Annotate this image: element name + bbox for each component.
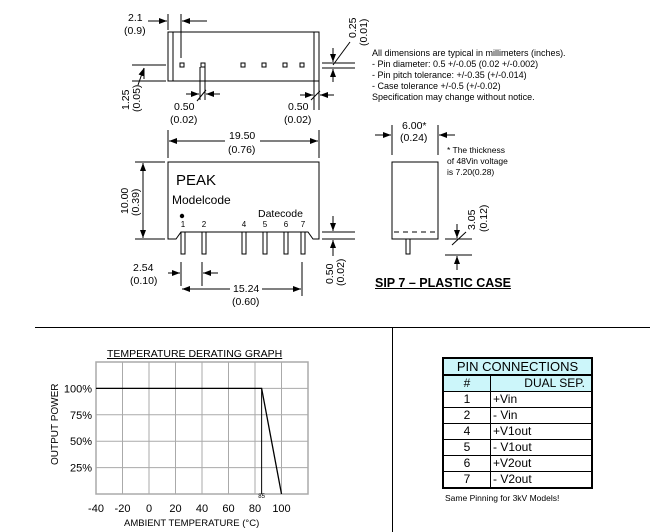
dim-label: 19.50 — [229, 130, 255, 142]
note-line: - Pin diameter: 0.5 +/-0.05 (0.02 +/-0.0… — [372, 59, 539, 69]
dim-label: 0.25 — [347, 17, 359, 38]
pin-number: 1 — [442, 391, 491, 408]
header-pin: # — [442, 374, 491, 392]
dim-label: 0.50 — [174, 101, 195, 113]
dim-label: 15.24 — [233, 283, 259, 295]
dim-label: 10.00 — [119, 188, 131, 214]
table-row: 7- V2out — [442, 471, 593, 489]
dim-label: 0.50 — [324, 263, 336, 284]
note-line: - Pin pitch tolerance: +/-0.35 (+/-0.014… — [372, 70, 527, 80]
dim-label: (0.39) — [130, 189, 142, 216]
dim-label: (0.24) — [400, 132, 427, 144]
dimension-notes: All dimensions are typical in millimeter… — [372, 48, 566, 103]
dim-label: (0.02) — [335, 259, 347, 286]
x-tick-label: -40 — [88, 503, 104, 515]
note-line: All dimensions are typical in millimeter… — [372, 48, 566, 58]
dim-label: 3.05 — [466, 209, 478, 230]
table-row: 4+V1out — [442, 423, 593, 440]
svg-text:6: 6 — [284, 220, 289, 229]
dim-label: 0.50 — [288, 101, 309, 113]
table-row: 2- Vin — [442, 407, 593, 424]
y-tick-label: 75% — [70, 410, 92, 422]
dim-label: (0.76) — [228, 144, 255, 156]
x-tick-label: 20 — [169, 503, 181, 515]
dim-label: (0.05) — [131, 85, 143, 112]
thickness-note: * The thickness — [447, 145, 505, 155]
table-row: 6+V2out — [442, 455, 593, 472]
pin-function: +Vin — [490, 391, 593, 408]
note-line: Specification may change without notice. — [372, 92, 535, 102]
dim-label: 2.1 — [128, 12, 143, 24]
svg-text:1: 1 — [181, 220, 186, 229]
pin-number: 2 — [442, 407, 491, 424]
chart-title: TEMPERATURE DERATING GRAPH — [107, 348, 283, 360]
y-tick-label: 100% — [64, 383, 92, 395]
pin-number: 4 — [442, 423, 491, 440]
table-row: 1+Vin — [442, 391, 593, 408]
front-view-pins — [180, 231, 306, 255]
y-tick-label: 50% — [70, 436, 92, 448]
x-tick-label: 40 — [196, 503, 208, 515]
y-tick-label: 25% — [70, 463, 92, 475]
pin-numbers: 1 2 4 5 6 7 — [181, 220, 306, 229]
svg-text:4: 4 — [242, 220, 247, 229]
dim-label: 1.25 — [120, 89, 132, 110]
pin-function: - V2out — [490, 471, 593, 489]
front-view-body — [167, 161, 320, 240]
case-title: SIP 7 – PLASTIC CASE — [375, 276, 511, 290]
modelcode-label: Modelcode — [172, 193, 231, 207]
table-row: 5- V1out — [442, 439, 593, 456]
pin1-marker — [179, 213, 185, 219]
derating-chart: 100% 75% 50% 25% -40 -20 0 20 40 60 80 100 85 — [64, 361, 309, 515]
dim-label: (0.02) — [284, 114, 311, 126]
dim-label: 2.54 — [133, 262, 154, 274]
datecode-label: Datecode — [258, 208, 303, 220]
svg-text:2: 2 — [202, 220, 207, 229]
dim-label: (0.60) — [232, 296, 259, 308]
x-tick-label: 0 — [146, 503, 152, 515]
dim-label: (0.10) — [130, 275, 157, 287]
x-tick-label: 100 — [272, 503, 290, 515]
annotation-label: 85 — [258, 494, 265, 500]
thickness-note: is 7.20(0.28) — [447, 167, 494, 177]
dim-label: (0.02) — [170, 114, 197, 126]
top-view-body — [167, 31, 320, 82]
pin-number: 5 — [442, 439, 491, 456]
svg-text:7: 7 — [301, 220, 306, 229]
pin-number: 6 — [442, 455, 491, 472]
pin-function: - Vin — [490, 407, 593, 424]
x-tick-label: 60 — [222, 503, 234, 515]
header-function: DUAL SEP. — [490, 374, 593, 392]
x-tick-label: 80 — [249, 503, 261, 515]
side-view-pin — [405, 238, 411, 255]
dim-label: 6.00* — [402, 120, 427, 132]
table-title: PIN CONNECTIONS — [442, 357, 593, 376]
thickness-note: of 48Vin voltage — [447, 156, 508, 166]
pin-function: - V1out — [490, 439, 593, 456]
peak-logo: PEAK — [176, 172, 216, 189]
top-view-pins — [179, 62, 305, 68]
svg-text:5: 5 — [263, 220, 268, 229]
x-tick-label: -20 — [115, 503, 131, 515]
pin-function: +V2out — [490, 455, 593, 472]
dim-label: (0.12) — [478, 205, 490, 232]
y-axis-label: OUTPUT POWER — [50, 384, 61, 465]
side-view-body — [391, 161, 439, 240]
pinning-footnote: Same Pinning for 3kV Models! — [445, 493, 560, 503]
dim-label: (0.9) — [124, 25, 146, 37]
pin-function: +V1out — [490, 423, 593, 440]
dim-label: (0.01) — [358, 19, 370, 46]
pin-connections-table: PIN CONNECTIONS # DUAL SEP. 1+Vin 2- Vin… — [442, 357, 593, 489]
x-axis-label: AMBIENT TEMPERATURE (°C) — [124, 518, 259, 529]
note-line: - Case tolerance +/-0.5 (+/-0.02) — [372, 81, 501, 91]
pin-number: 7 — [442, 471, 491, 489]
